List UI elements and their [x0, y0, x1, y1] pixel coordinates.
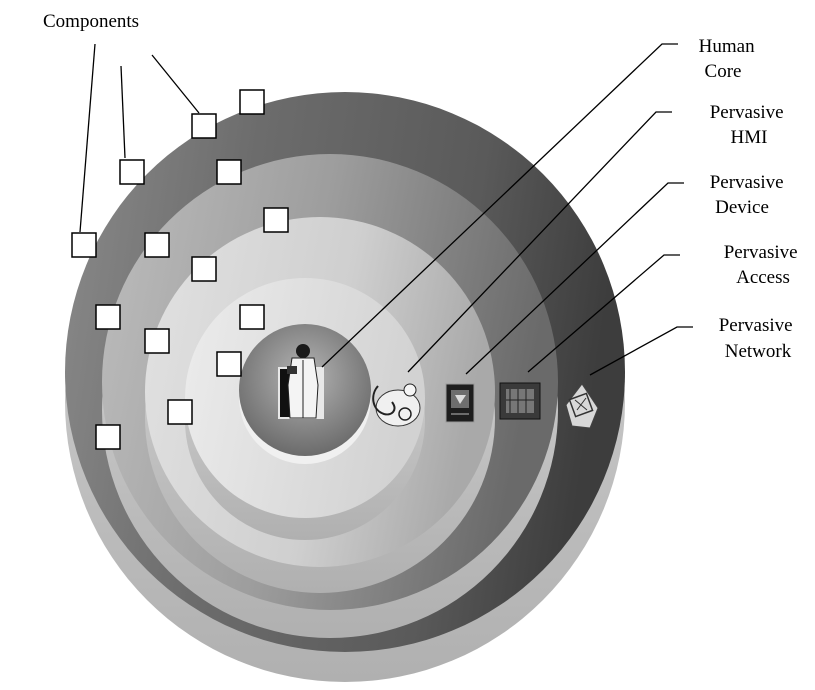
component-box — [239, 89, 265, 115]
components-label: Components — [43, 11, 139, 32]
component-box — [191, 113, 217, 139]
component-box — [95, 304, 121, 330]
layer-labels: Human Core Pervasive HMI Pervasive Devic… — [699, 36, 803, 362]
circuit-board-icon — [499, 382, 541, 420]
component-box — [144, 232, 170, 258]
component-pointer-lines — [79, 43, 200, 233]
chip-icon — [565, 383, 599, 429]
label-human-core: Human Core — [699, 36, 760, 82]
component-box — [167, 399, 193, 425]
label-pervasive-access: Pervasive Access — [724, 242, 803, 288]
component-boxes — [71, 89, 289, 450]
component-box — [239, 304, 265, 330]
leader-hmi — [407, 111, 672, 373]
label-pervasive-hmi: Pervasive HMI — [710, 102, 789, 148]
stethoscope-doctor-icon — [372, 383, 421, 427]
doctor-icon — [278, 344, 324, 419]
component-box — [191, 256, 217, 282]
component-box — [71, 232, 97, 258]
leader-access — [527, 254, 680, 373]
label-pervasive-device: Pervasive Device — [710, 172, 789, 218]
component-box — [95, 424, 121, 450]
component-box — [144, 328, 170, 354]
component-box — [216, 159, 242, 185]
component-box — [216, 351, 242, 377]
leader-core — [321, 43, 678, 368]
handheld-device-icon — [445, 383, 475, 423]
label-pervasive-network: Pervasive Network — [719, 315, 798, 362]
component-box — [119, 159, 145, 185]
leader-network — [589, 326, 693, 376]
leader-lines — [321, 43, 693, 376]
component-box — [263, 207, 289, 233]
leader-device — [465, 182, 684, 375]
